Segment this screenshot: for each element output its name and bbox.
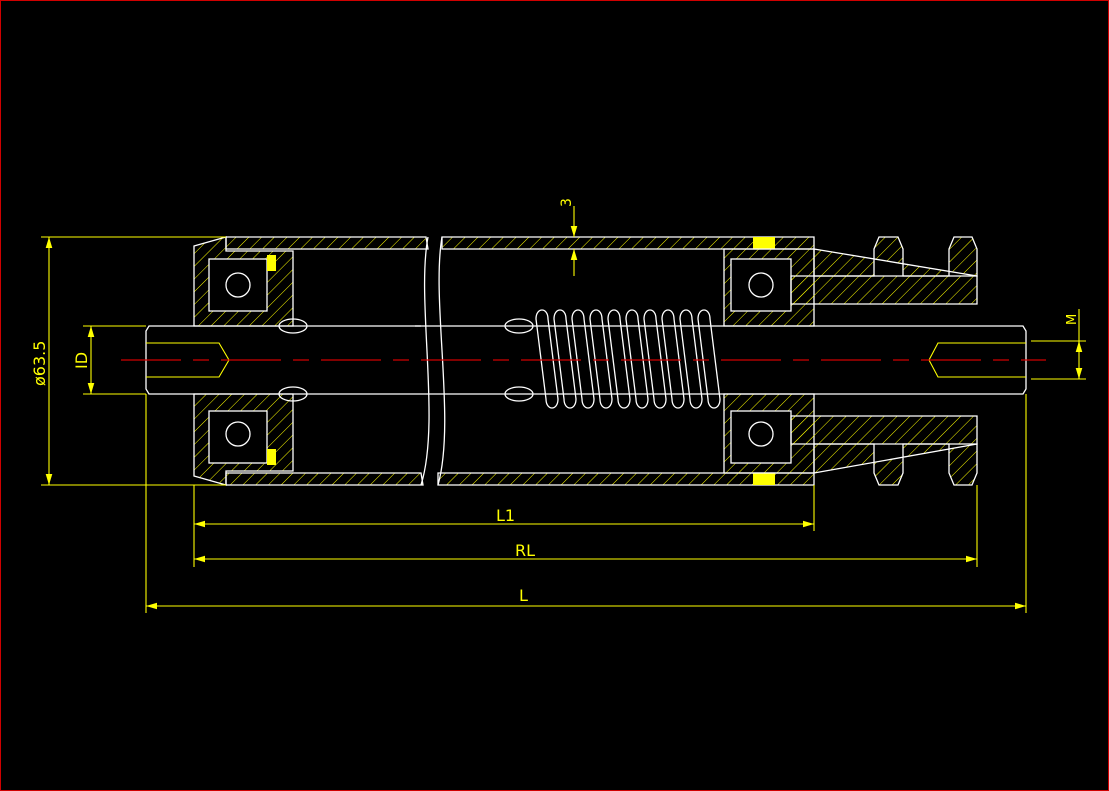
spring <box>535 309 721 409</box>
wall-thickness-label: 3 <box>559 198 575 207</box>
bearing-ball-icon <box>748 272 774 298</box>
rl-label: RL <box>515 541 535 560</box>
bearing-ball-icon <box>748 421 774 447</box>
spring-coil <box>535 309 559 409</box>
spring-coil <box>607 309 631 409</box>
spring-coil <box>625 309 649 409</box>
bearing-ball-icon <box>225 421 251 447</box>
right-bearing-housing <box>723 248 815 474</box>
spring-coil <box>697 309 721 409</box>
spring-coil <box>589 309 613 409</box>
seal-bottom-right <box>753 473 775 485</box>
shaft-diameter-label: ID <box>72 352 91 369</box>
l-label: L <box>519 586 528 605</box>
spring-coil <box>571 309 595 409</box>
thread-label: M <box>1065 314 1080 325</box>
diameter-label: ø63.5 <box>30 341 49 386</box>
spring-coil <box>661 309 685 409</box>
bearing-ball-icon <box>225 272 251 298</box>
spring-coil <box>679 309 703 409</box>
sprocket <box>790 236 978 486</box>
left-bearing-housing <box>193 236 308 486</box>
spring-coil <box>553 309 577 409</box>
spring-coil <box>643 309 667 409</box>
dimensions: ø63.5 ID M 3 L1 RL L <box>30 198 1086 613</box>
seal-top-right <box>753 237 775 249</box>
l1-label: L1 <box>496 506 515 525</box>
